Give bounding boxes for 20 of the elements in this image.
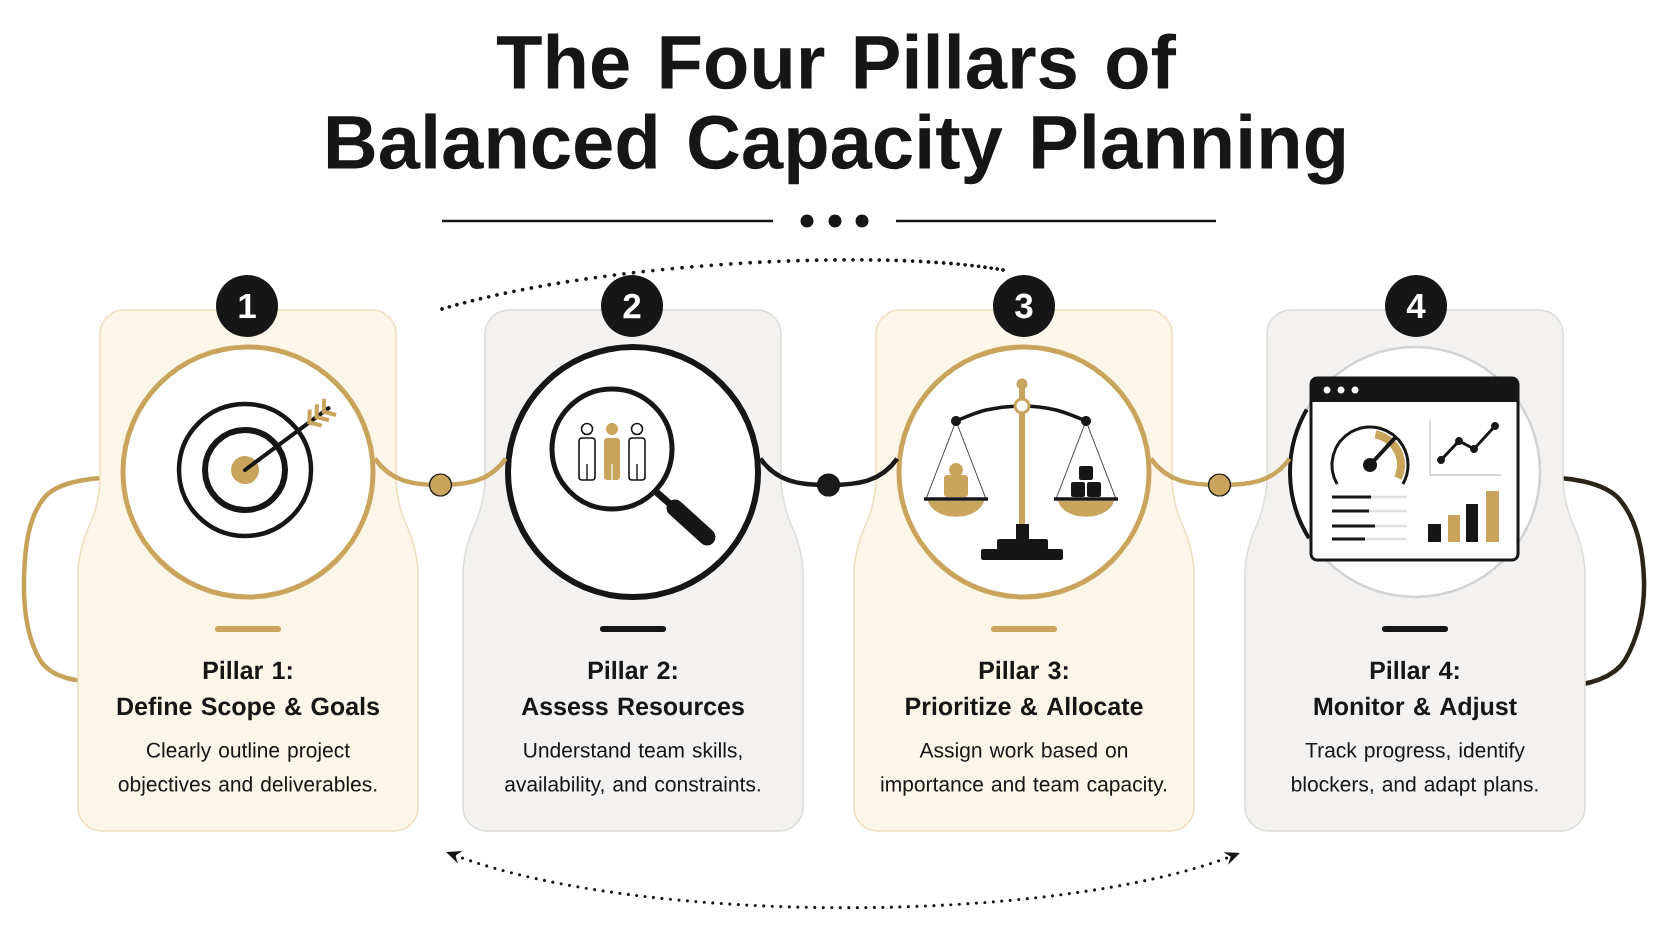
number-badge: 2 [601, 275, 663, 337]
card-description: Understand team skills, availability, and constraints. [505, 742, 760, 796]
card-label: Pillar 2: [588, 660, 677, 680]
number-badge: 4 [1385, 275, 1447, 337]
card-title: Prioritize & Allocate [906, 696, 1143, 716]
card-label: Pillar 1: [203, 660, 292, 680]
connector-line [758, 457, 899, 488]
connector-line [1149, 457, 1292, 488]
card-title: Monitor & Adjust [1314, 696, 1517, 721]
number-badge: 3 [993, 275, 1055, 337]
card-label: Pillar 3: [979, 660, 1068, 680]
card-description: Assign work based on importance and team capacity. [881, 742, 1166, 796]
number-badge: 1 [216, 275, 278, 337]
title: The Four Pillars of Balanced Capacity Planning [327, 33, 1344, 185]
card-description: Clearly outline project objectives and deliverables. [118, 742, 377, 796]
card-label: Pillar 4: [1370, 660, 1459, 680]
connector-line [373, 457, 508, 488]
card-description: Track progress, identify blockers, and adapt plans. [1292, 742, 1538, 796]
card-title: Define Scope & Goals [117, 696, 379, 721]
card-title: Assess Resources [521, 697, 744, 716]
